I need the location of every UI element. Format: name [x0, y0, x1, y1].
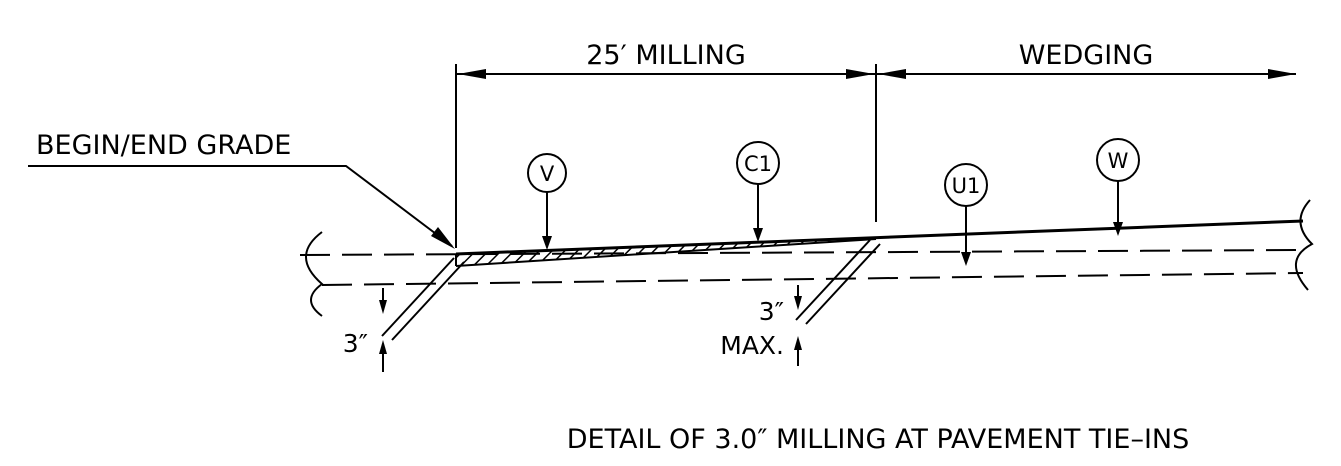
- detail-caption: DETAIL OF 3.0″ MILLING AT PAVEMENT TIE–I…: [567, 424, 1190, 455]
- left-cut-line: [381, 257, 455, 337]
- begin-end-grade-label: BEGIN/END GRADE: [36, 130, 291, 161]
- arrow-left-icon: [878, 69, 906, 79]
- arrow-up-icon: [794, 336, 802, 350]
- arrow-left-icon: [458, 69, 486, 79]
- milling-dimension: 25′ MILLING: [455, 40, 877, 248]
- callout-w-label: W: [1108, 149, 1129, 173]
- arrow-down-icon: [542, 236, 552, 250]
- pavement-profile: [299, 199, 1314, 317]
- milling-length-label: 25′ MILLING: [586, 40, 746, 71]
- callout-u1: U1: [944, 163, 988, 266]
- arrow-right-icon: [1268, 69, 1296, 79]
- arrow-down-icon: [1113, 222, 1123, 236]
- callout-v: V: [527, 153, 567, 250]
- callout-w: W: [1096, 138, 1140, 236]
- arrow-down-icon: [753, 228, 763, 242]
- arrow-up-icon: [379, 340, 387, 354]
- right-cut-line: [795, 239, 871, 321]
- existing-surface-dashed-line: [299, 249, 1304, 256]
- finished-grade-line: [455, 219, 1304, 256]
- right-break-line: [1294, 199, 1314, 291]
- right-depth-label: 3″: [759, 297, 784, 326]
- right-depth-max-label: MAX.: [720, 331, 784, 360]
- leader-line: [28, 165, 453, 247]
- arrow-down-icon: [794, 296, 802, 310]
- arrow-down-icon: [961, 252, 971, 266]
- right-depth-dimension: 3″ MAX.: [720, 285, 802, 366]
- left-depth-label: 3″: [343, 329, 368, 358]
- leader-arrow-icon: [431, 227, 455, 249]
- existing-base-dashed-line: [321, 272, 1304, 286]
- section-cut-lines: [381, 239, 881, 341]
- wedging-label: WEDGING: [1019, 40, 1154, 71]
- milling-bottom-line: [455, 238, 877, 267]
- begin-end-grade-leader: BEGIN/END GRADE: [28, 130, 455, 249]
- right-cut-line: [805, 243, 881, 325]
- callout-v-label: V: [540, 162, 555, 186]
- callout-c1: C1: [736, 141, 780, 242]
- left-cut-line: [391, 261, 465, 341]
- callout-c1-label: C1: [744, 152, 772, 176]
- left-break-line: [305, 231, 324, 317]
- left-depth-dimension: 3″: [343, 288, 387, 372]
- wedging-dimension: WEDGING: [876, 40, 1296, 79]
- arrow-right-icon: [846, 69, 874, 79]
- arrow-down-icon: [379, 300, 387, 314]
- callout-u1-label: U1: [952, 174, 981, 198]
